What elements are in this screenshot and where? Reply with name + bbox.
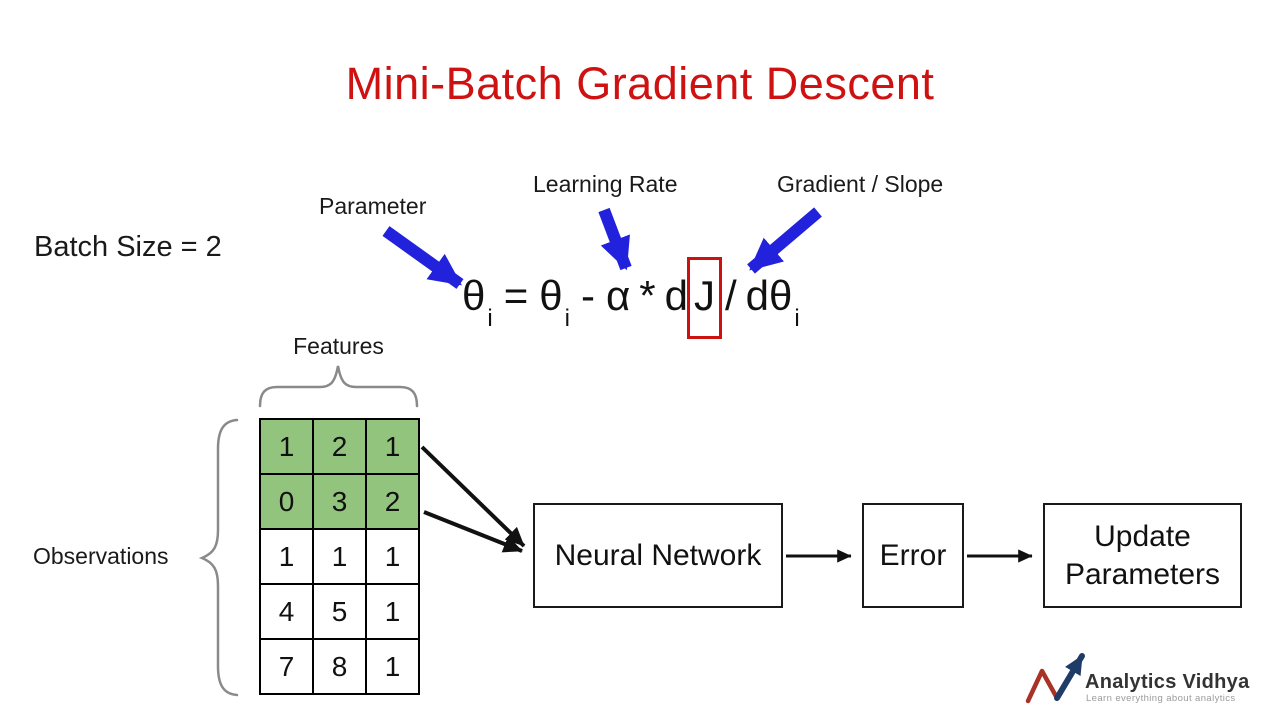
theta-lhs: θ bbox=[462, 272, 486, 319]
page-title: Mini-Batch Gradient Descent bbox=[345, 58, 935, 109]
update-parameters-box: Update Parameters bbox=[1043, 503, 1242, 608]
matrix-cell: 1 bbox=[313, 529, 366, 584]
matrix-cell: 3 bbox=[313, 474, 366, 529]
error-label: Error bbox=[879, 538, 947, 572]
logo-tagline: Learn everything about analytics bbox=[1086, 693, 1236, 704]
divide-slash: / bbox=[724, 272, 737, 319]
batch-size-label: Batch Size = 2 bbox=[34, 231, 222, 263]
matrix-cell: 1 bbox=[260, 529, 313, 584]
theta-rhs: θ bbox=[539, 272, 563, 319]
matrix-cell: 1 bbox=[260, 419, 313, 474]
multiply-sign: * bbox=[639, 272, 656, 319]
parameter-label: Parameter bbox=[319, 193, 427, 219]
gradient-slope-label: Gradient / Slope bbox=[777, 171, 944, 197]
learning-rate-label: Learning Rate bbox=[533, 171, 678, 197]
update-parameters-label: Update Parameters bbox=[1064, 520, 1221, 591]
logo-zigzag-blue-arrow bbox=[1054, 653, 1085, 701]
observations-brace bbox=[198, 418, 239, 697]
neural-network-box: Neural Network bbox=[533, 503, 783, 608]
data-matrix: 1 2 1 0 3 2 1 1 1 4 5 1 7 8 1 bbox=[259, 418, 420, 695]
matrix-cell: 5 bbox=[313, 584, 366, 639]
parameter-arrow bbox=[382, 226, 464, 289]
matrix-cell: 2 bbox=[366, 474, 419, 529]
gradient-slope-arrow bbox=[747, 207, 822, 274]
batch-row1-arrow bbox=[420, 445, 526, 548]
features-brace bbox=[258, 365, 419, 408]
matrix-cell: 1 bbox=[366, 584, 419, 639]
matrix-cell: 8 bbox=[313, 639, 366, 694]
batch-row2-arrow bbox=[423, 510, 523, 553]
matrix-cell: 2 bbox=[313, 419, 366, 474]
matrix-cell: 4 bbox=[260, 584, 313, 639]
matrix-cell: 7 bbox=[260, 639, 313, 694]
matrix-cell: 1 bbox=[366, 639, 419, 694]
learning-rate-arrow bbox=[598, 207, 632, 271]
matrix-cell: 1 bbox=[366, 419, 419, 474]
d-theta: dθ bbox=[745, 272, 793, 319]
observations-label: Observations bbox=[33, 543, 169, 569]
matrix-cell: 0 bbox=[260, 474, 313, 529]
subscript-i: i bbox=[487, 305, 493, 332]
matrix-cell: 1 bbox=[366, 529, 419, 584]
equals-sign: = bbox=[503, 272, 529, 319]
minus-sign: - bbox=[580, 272, 595, 319]
neural-network-label: Neural Network bbox=[554, 538, 762, 572]
cost-j: J bbox=[693, 272, 715, 319]
logo-zigzag-red bbox=[1025, 668, 1060, 704]
features-label: Features bbox=[293, 333, 384, 359]
derivative-d: d bbox=[664, 272, 688, 319]
subscript-i: i bbox=[794, 305, 800, 332]
alpha-symbol: α bbox=[605, 272, 631, 319]
logo-name: Analytics Vidhya bbox=[1085, 671, 1250, 693]
red-highlight-box: J bbox=[686, 257, 722, 339]
error-box: Error bbox=[862, 503, 964, 608]
subscript-i: i bbox=[564, 305, 570, 332]
